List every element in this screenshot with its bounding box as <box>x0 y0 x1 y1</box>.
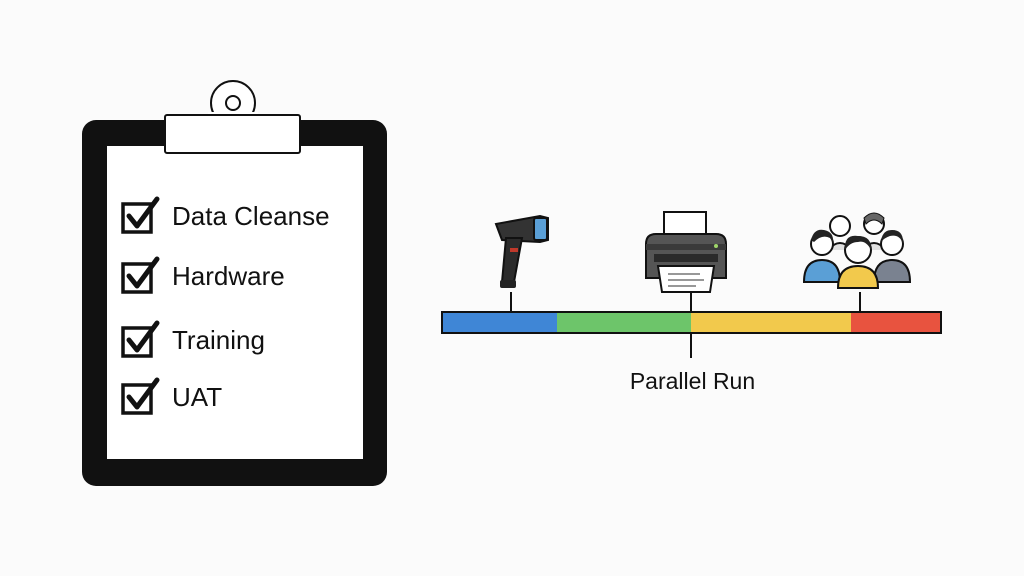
checkbox-checked-icon <box>121 196 160 234</box>
parallel-run-marker <box>690 332 692 358</box>
timeline-segment <box>443 313 558 332</box>
checklist-item-uat: UAT <box>120 377 222 417</box>
clipboard-ring-hole <box>225 95 241 111</box>
timeline-segment <box>850 313 940 332</box>
users-tick <box>859 292 861 312</box>
checklist-item-data-cleanse: Data Cleanse <box>120 196 330 236</box>
timeline-bar <box>441 311 942 334</box>
checkbox-checked-icon <box>121 320 160 358</box>
checklist-item-training: Training <box>120 320 265 360</box>
timeline-segment <box>557 313 692 332</box>
scanner-tick <box>510 292 512 312</box>
checkbox-checked-icon <box>121 377 160 415</box>
clipboard-clip <box>164 114 301 154</box>
checklist-item-label: Hardware <box>172 260 285 291</box>
timeline-segment <box>691 313 851 332</box>
barcode-scanner-icon <box>488 210 554 297</box>
printer-tick <box>690 292 692 312</box>
printer-icon <box>640 210 732 299</box>
checkbox-checked-icon <box>121 256 160 294</box>
checklist-item-label: Data Cleanse <box>172 200 330 231</box>
checklist-item-hardware: Hardware <box>120 256 285 296</box>
milestone-label: Parallel Run <box>629 368 756 394</box>
users-group-icon <box>800 210 918 297</box>
checklist-item-label: UAT <box>172 381 223 412</box>
checklist-item-label: Training <box>172 324 265 355</box>
